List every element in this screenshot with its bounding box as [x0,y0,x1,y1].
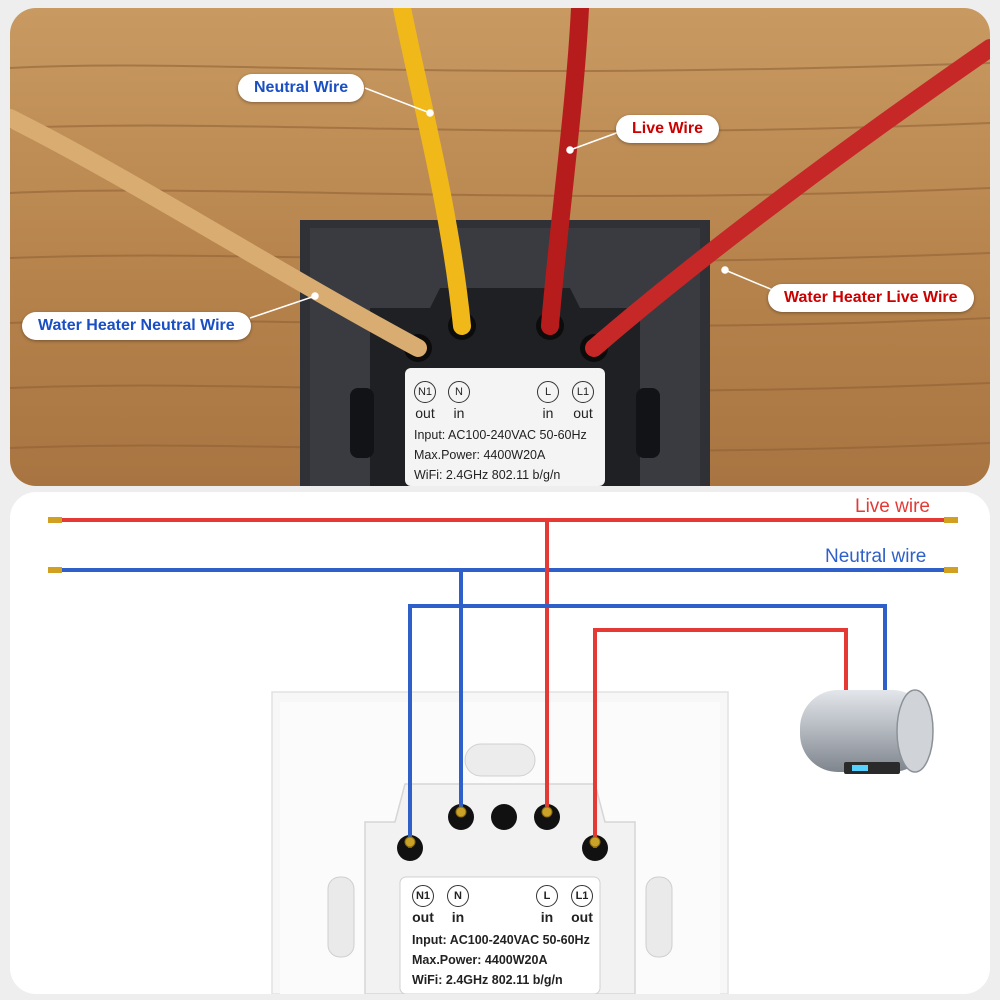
live-wire-photo [541,8,589,335]
diagram-terminal-n1: N1 out [410,885,436,925]
module-clip [464,743,536,777]
wiring-diagram: Live wire Neutral wire N1 out N in L in … [10,492,990,994]
spec-wifi: WiFi: 2.4GHz 802.11 b/g/n [414,468,561,482]
neutral-wire-photo [393,8,471,335]
photo-illustration [10,8,990,486]
wire-end-caps [48,517,958,573]
water-heater-neutral-wire [10,109,427,357]
water-heater-icon [800,689,934,774]
live-wire-label: Live wire [855,496,930,517]
diagram-spec-input: Input: AC100-240VAC 50-60Hz [412,933,590,947]
diagram-terminal-l: L in [534,885,560,925]
installation-photo: Neutral Wire Live Wire Water Heater Neut… [10,8,990,486]
diagram-terminal-n: N in [445,885,471,925]
wiring-diagram-svg [48,517,958,994]
terminal-hole-center [491,804,517,830]
spec-input: Input: AC100-240VAC 50-60Hz [414,428,587,442]
neutral-wire-label: Neutral wire [825,546,927,567]
spec-max-power: Max.Power: 4400W20A [414,448,546,462]
l1-to-heater-wire [593,628,848,848]
water-heater-live-wire-callout: Water Heater Live Wire [768,284,974,312]
n1-to-heater-wire [408,604,887,848]
neutral-wire-callout: Neutral Wire [238,74,365,102]
terminal-n1: N1 out [412,381,438,421]
water-heater-neutral-wire-callout: Water Heater Neutral Wire [22,312,251,340]
terminal-l: L in [535,381,561,421]
terminal-n: N in [446,381,472,421]
live-wire-callout: Live Wire [616,115,719,143]
diagram-terminal-l1: L1 out [569,885,595,925]
terminal-l1: L1 out [570,381,596,421]
water-heater-live-wire [585,39,990,357]
diagram-spec-max-power: Max.Power: 4400W20A [412,953,548,967]
diagram-spec-wifi: WiFi: 2.4GHz 802.11 b/g/n [412,973,563,987]
